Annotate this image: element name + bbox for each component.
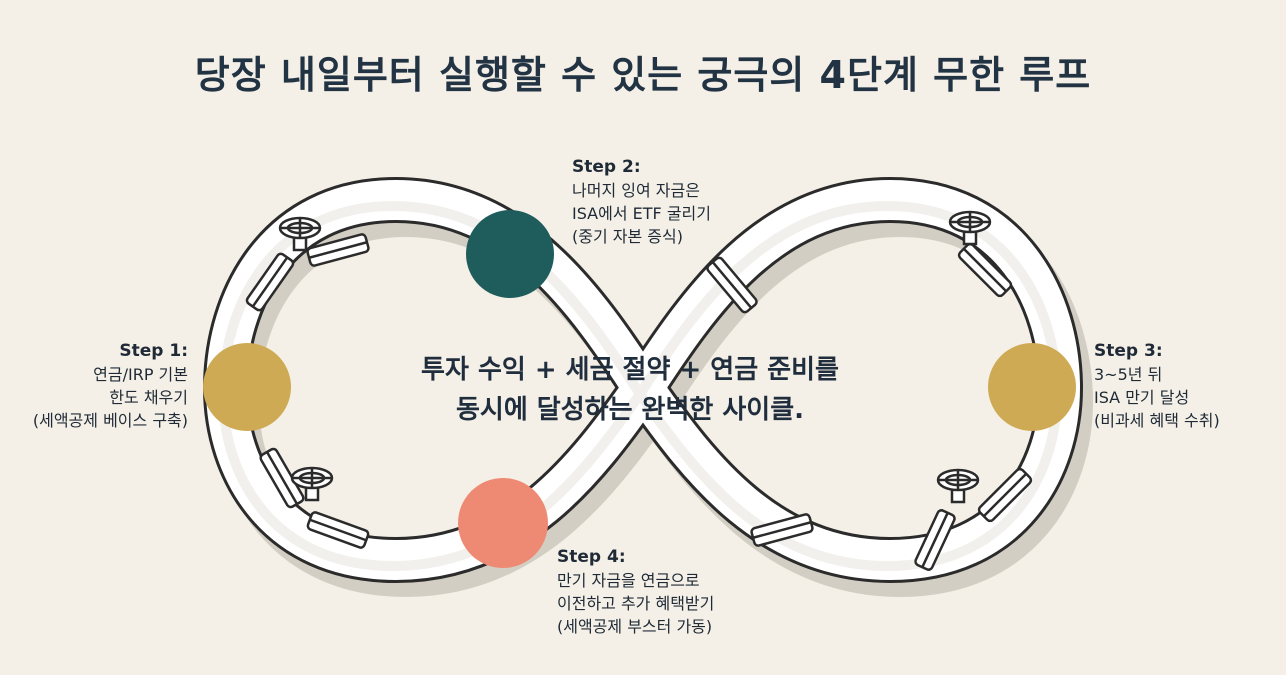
step3-line: ISA 만기 달성 [1094, 388, 1190, 407]
step2-label: Step 2: 나머지 잉여 자금은 ISA에서 ETF 굴리기 (중기 자본 … [572, 156, 711, 248]
step2-heading: Step 2: [572, 157, 641, 177]
step2-line: 나머지 잉여 자금은 [572, 181, 700, 200]
step1-line: 연금/IRP 기본 [93, 365, 188, 384]
step3-label: Step 3: 3~5년 뒤 ISA 만기 달성 (비과세 혜택 수취) [1094, 340, 1220, 432]
center-line: 동시에 달성하는 완벽한 사이클. [456, 395, 804, 425]
center-summary: 투자 수익 + 세금 절약 + 연금 준비를 동시에 달성하는 완벽한 사이클. [360, 350, 900, 430]
step4-line: 이전하고 추가 혜택받기 [557, 594, 715, 613]
pipe-flange-icon [245, 233, 1033, 571]
step3-node [988, 343, 1076, 431]
page-title: 당장 내일부터 실행할 수 있는 궁극의 4단계 무한 루프 [194, 53, 1092, 97]
step2-node [466, 210, 554, 298]
step1-line: 한도 채우기 [109, 388, 188, 407]
step4-line: 만기 자금을 연금으로 [557, 571, 700, 590]
step2-line: ISA에서 ETF 굴리기 [572, 204, 711, 223]
step4-line: (세액공제 부스터 가동) [557, 617, 713, 636]
step4-heading: Step 4: [557, 547, 626, 567]
center-line: 투자 수익 + 세금 절약 + 연금 준비를 [421, 355, 839, 385]
step1-line: (세액공제 베이스 구축) [32, 411, 188, 430]
step4-label: Step 4: 만기 자금을 연금으로 이전하고 추가 혜택받기 (세액공제 부… [557, 546, 714, 638]
step3-heading: Step 3: [1094, 341, 1163, 361]
step3-line: 3~5년 뒤 [1094, 365, 1163, 384]
valve-wheel-icon [278, 210, 992, 504]
step2-line: (중기 자본 증식) [572, 227, 683, 246]
step1-node [203, 343, 291, 431]
step1-label: Step 1: 연금/IRP 기본 한도 채우기 (세액공제 베이스 구축) [33, 340, 188, 432]
step4-node [458, 478, 548, 568]
step1-heading: Step 1: [119, 341, 188, 361]
step3-line: (비과세 혜택 수취) [1094, 411, 1220, 430]
